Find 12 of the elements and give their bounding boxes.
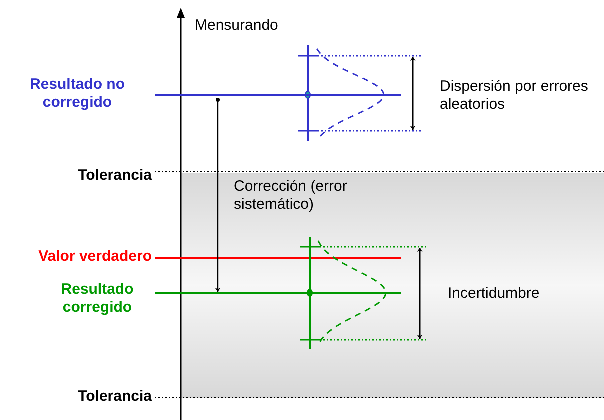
measurement-line [155, 292, 401, 294]
annotation-text: Corrección (error sistemático) [234, 178, 348, 214]
axis-label: Mensurando [195, 17, 280, 35]
annotation-text: Dispersión por errores aleatorios [440, 78, 590, 114]
measurement-line [155, 94, 401, 96]
line-label: Valor verdadero [38, 248, 152, 266]
tolerance-label: Tolerancia [77, 167, 152, 185]
annotation-text: Incertidumbre [448, 285, 541, 303]
line-label: Resultado no corregido [28, 76, 126, 112]
line-label: Resultado corregido [60, 281, 135, 317]
tolerance-label: Tolerancia [77, 388, 152, 406]
correction-arrow [215, 98, 221, 292]
